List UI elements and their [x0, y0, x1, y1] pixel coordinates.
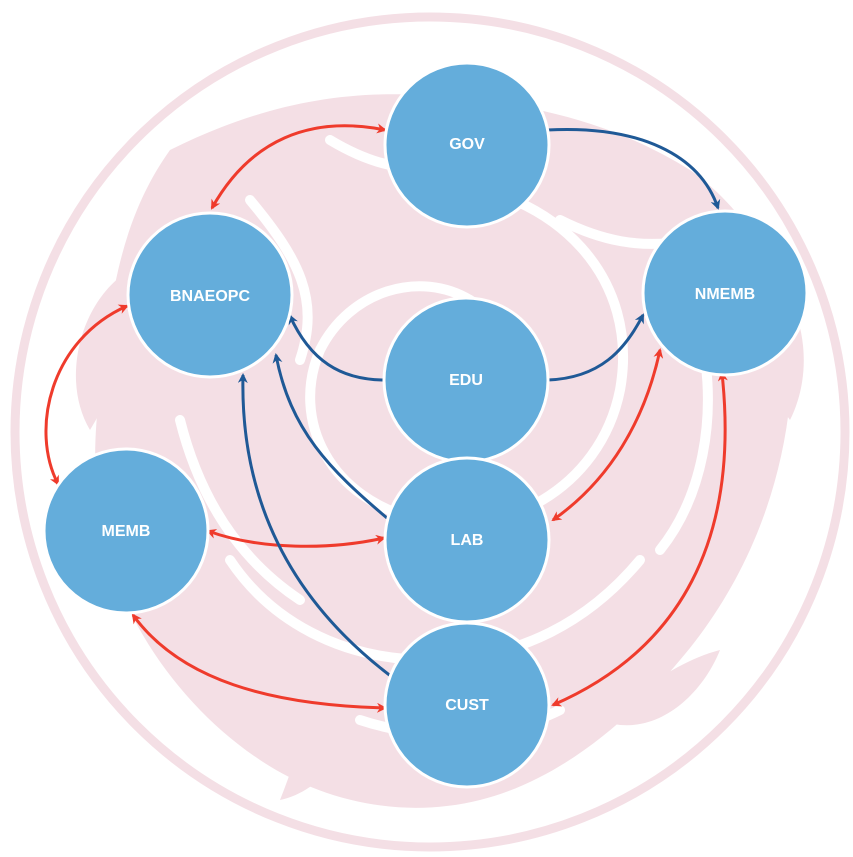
arrow-memb-cust — [131, 613, 387, 713]
node-label-bnaeopc: BNAEOPC — [170, 288, 250, 305]
node-label-memb: MEMB — [102, 523, 151, 540]
node-nmemb: NMEMB — [641, 209, 809, 377]
node-label-lab: LAB — [451, 532, 484, 549]
arrow-gov-bnaeopc — [210, 123, 387, 210]
node-edu: EDU — [382, 296, 550, 464]
directed-arrows — [237, 127, 721, 679]
node-gov: GOV — [383, 61, 551, 229]
arrow-gov-nmemb — [546, 127, 721, 210]
arrow-edu-bnaeopc — [288, 314, 386, 382]
node-label-gov: GOV — [449, 136, 485, 153]
arrow-edu-nmemb — [547, 313, 645, 382]
watermark-ring — [10, 12, 850, 852]
node-label-edu: EDU — [449, 372, 483, 389]
node-lab: LAB — [383, 456, 551, 624]
node-memb: MEMB — [42, 447, 210, 615]
arrow-cust-bnaeopc — [237, 373, 393, 679]
arrow-nmemb-cust — [551, 371, 728, 707]
arrow-bnaeopc-memb — [44, 304, 129, 486]
bidirectional-arrows — [44, 123, 728, 713]
arrow-memb-lab — [206, 529, 386, 548]
node-cust: CUST — [383, 621, 551, 789]
node-bnaeopc: BNAEOPC — [126, 211, 294, 379]
node-label-cust: CUST — [445, 697, 489, 714]
arrow-lab-bnaeopc — [272, 353, 388, 520]
node-label-nmemb: NMEMB — [695, 286, 755, 303]
